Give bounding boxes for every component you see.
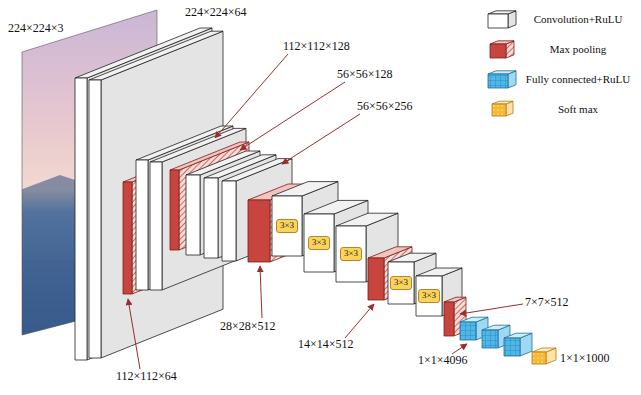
box-face — [416, 268, 462, 276]
kernel-size: 3×3 — [280, 221, 294, 231]
dimension-label: 7×7×512 — [525, 296, 569, 310]
box-face — [532, 348, 556, 352]
box-face — [488, 74, 508, 88]
legend-text: Convolution+RuLU — [516, 13, 640, 25]
dimension-label: 56×56×128 — [337, 68, 393, 82]
leader-arrow — [345, 304, 374, 338]
box-face — [368, 258, 384, 300]
box-face — [460, 317, 488, 322]
box-face — [388, 262, 414, 304]
box-face — [136, 160, 148, 290]
box-face — [75, 78, 87, 360]
leader-arrow — [260, 266, 262, 318]
kernel-box: 3×3 — [308, 236, 330, 250]
kernel-box: 3×3 — [390, 276, 412, 290]
legend-icon — [488, 71, 516, 88]
box-face — [204, 178, 218, 258]
dimension-label: 14×14×512 — [298, 338, 354, 352]
dimension-label: 56×56×256 — [357, 100, 413, 114]
box-face — [89, 31, 223, 80]
kernel-size: 3×3 — [422, 291, 436, 301]
pool-layer — [248, 184, 310, 262]
box-face — [272, 182, 338, 196]
box-face — [89, 80, 101, 358]
box-face — [444, 297, 466, 302]
box-face — [336, 226, 366, 282]
dimension-label: 224×224×3 — [8, 22, 64, 36]
network-layers — [75, 28, 556, 364]
box-face — [150, 162, 162, 290]
box-face — [504, 333, 532, 338]
box-face — [248, 200, 270, 262]
box-face — [304, 214, 334, 272]
box-face — [388, 253, 436, 262]
box-face — [490, 44, 506, 58]
box-face — [222, 159, 292, 181]
box-face — [482, 330, 498, 348]
fc-layer — [504, 333, 532, 356]
box-face — [186, 175, 200, 255]
kernel-box: 3×3 — [276, 219, 298, 233]
box-face — [123, 182, 132, 294]
dimension-label: 28×28×512 — [220, 320, 276, 334]
dimension-label: 112×112×64 — [116, 370, 177, 384]
leader-arrow — [452, 344, 467, 354]
box-face — [492, 101, 513, 104]
box-face — [488, 14, 508, 28]
dimension-label: 224×224×64 — [185, 6, 247, 20]
box-face — [460, 322, 476, 340]
box-face — [488, 71, 516, 74]
kernel-size: 3×3 — [394, 278, 408, 288]
dimension-label: 112×112×128 — [283, 40, 350, 54]
box-face — [272, 196, 302, 256]
box-face — [492, 104, 506, 116]
box-face — [416, 276, 442, 316]
box-face — [336, 213, 398, 226]
box-face — [304, 200, 368, 214]
legend-icon — [488, 11, 516, 28]
legend-text: Fully connected+RuLU — [516, 73, 640, 85]
box-face — [488, 11, 516, 14]
box-face — [222, 181, 236, 261]
box-face — [490, 41, 514, 44]
kernel-size: 3×3 — [344, 249, 358, 259]
legend-icons — [488, 11, 516, 116]
box-face — [444, 302, 454, 336]
softmax-layer — [532, 348, 556, 364]
leader-arrow — [215, 54, 288, 138]
leader-lines — [128, 54, 523, 369]
box-face — [504, 338, 520, 356]
kernel-box: 3×3 — [418, 289, 440, 303]
box-face — [482, 325, 510, 330]
legend-text: Soft max — [516, 103, 640, 115]
leader-arrow — [282, 114, 360, 164]
legend-text: Max pooling — [516, 43, 640, 55]
box-face — [101, 31, 223, 358]
box-face — [532, 352, 546, 364]
dimension-label: 1×1×1000 — [560, 352, 610, 366]
box-face — [170, 170, 179, 250]
legend-icon — [490, 41, 514, 58]
kernel-box: 3×3 — [340, 247, 362, 261]
dimension-label: 1×1×4096 — [418, 354, 468, 368]
kernel-size: 3×3 — [312, 238, 326, 248]
leader-arrow — [128, 299, 140, 369]
leader-arrow — [460, 304, 523, 314]
leader-arrow — [240, 82, 345, 150]
legend-icon — [492, 101, 513, 116]
